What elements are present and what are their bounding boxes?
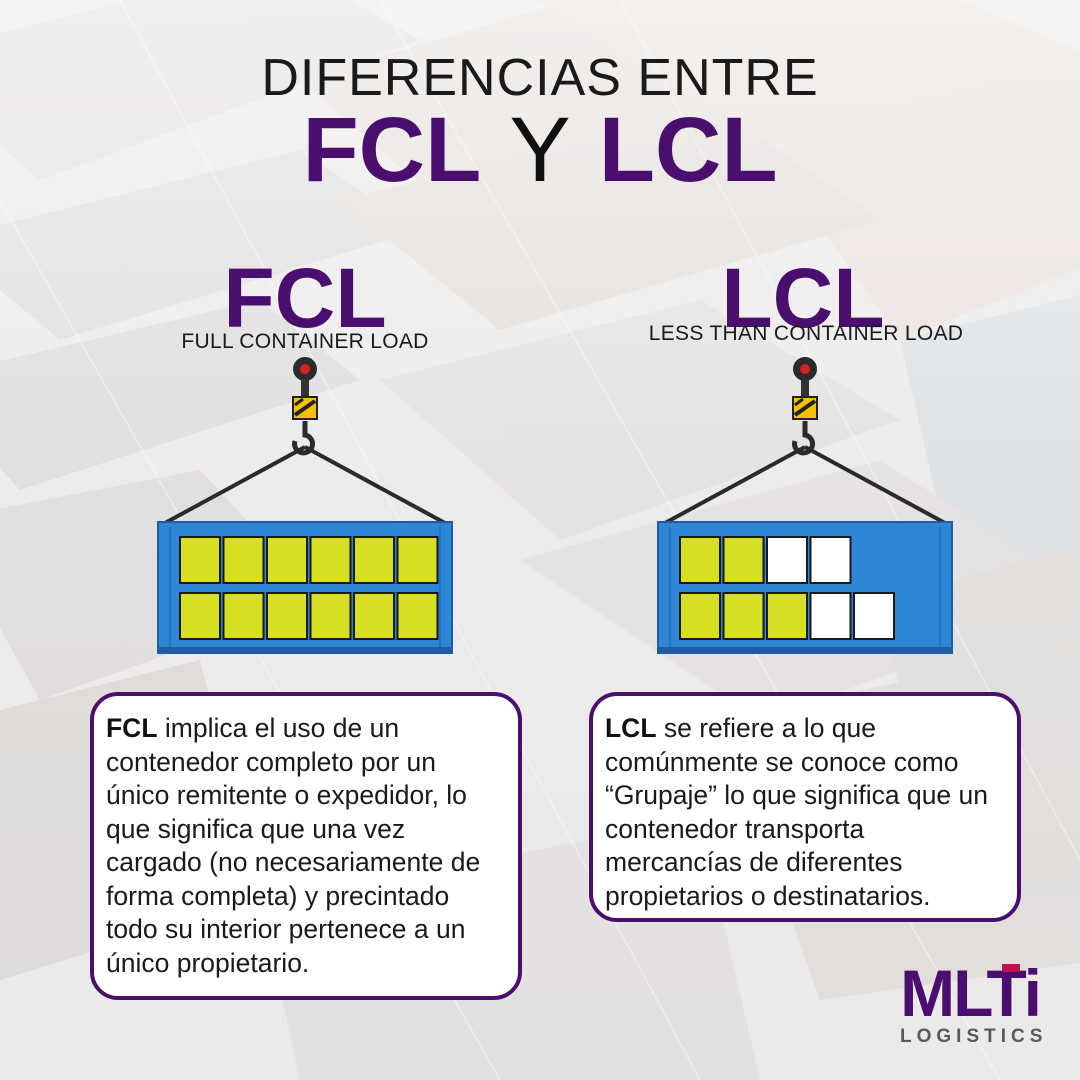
fcl-heading: FCL (223, 251, 387, 345)
title-line-2: FCL Y LCL (0, 100, 1080, 200)
title-fcl: FCL (302, 99, 482, 201)
lcl-subtitle: LESS THAN CONTAINER LOAD (648, 322, 964, 345)
lcl-heading: LCL (721, 251, 885, 345)
title-lcl: LCL (598, 99, 778, 201)
fcl-description-bold: FCL (106, 713, 158, 743)
cargo-box (179, 536, 221, 584)
cargo-box (722, 592, 765, 640)
cargo-box (266, 592, 308, 640)
fcl-subtitle: FULL CONTAINER LOAD (181, 330, 429, 353)
logo-subtitle: LOGISTICS (900, 1026, 1048, 1047)
cargo-box (222, 592, 265, 640)
cargo-box (353, 536, 395, 584)
cargo-box (222, 536, 265, 584)
company-logo: MLTi LOGISTICS (900, 960, 1048, 1048)
cargo-box (353, 592, 395, 640)
lcl-description-box: LCL se refiere a lo que comúnmente se co… (589, 692, 1021, 922)
title-line-1: DIFERENCIAS ENTRE (261, 49, 819, 107)
empty-slot (853, 592, 895, 640)
fcl-description-text: implica el uso de un contenedor completo… (106, 713, 481, 978)
cargo-box (179, 592, 221, 640)
cargo-box (266, 536, 308, 584)
cargo-box (396, 592, 439, 640)
lcl-description-bold: LCL (605, 713, 657, 743)
empty-slot (809, 536, 852, 584)
empty-slot (766, 536, 808, 584)
title-connector: Y (509, 99, 571, 201)
logo-accent (1002, 964, 1020, 972)
cargo-box (309, 536, 352, 584)
cargo-box (309, 592, 352, 640)
empty-slot (809, 592, 852, 640)
cargo-box (722, 536, 765, 584)
cargo-box (679, 536, 721, 584)
cargo-box (396, 536, 439, 584)
lcl-container-illustration (650, 355, 960, 660)
fcl-description-box: FCL implica el uso de un contenedor comp… (90, 692, 522, 1000)
cargo-box (679, 592, 721, 640)
cargo-box (766, 592, 808, 640)
lcl-description-text: se refiere a lo que comúnmente se conoce… (605, 713, 989, 911)
fcl-container-illustration (150, 355, 460, 660)
